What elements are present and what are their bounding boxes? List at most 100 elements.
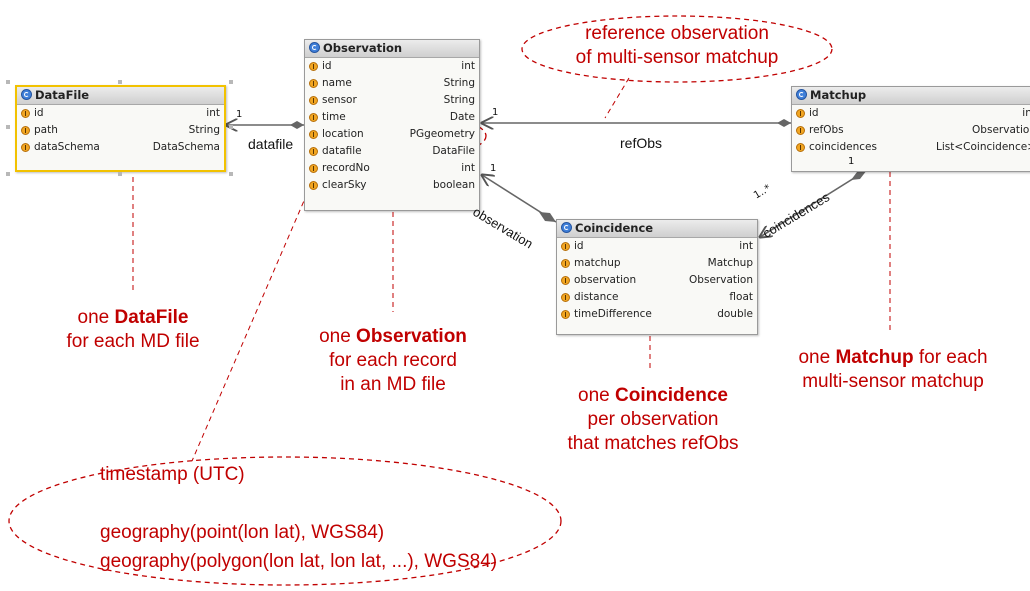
refobs-composition-diamond — [777, 119, 791, 127]
field-type: int — [1022, 107, 1030, 119]
field-icon — [309, 62, 318, 71]
selection-handle[interactable] — [6, 172, 10, 176]
reference-callout-guide — [604, 77, 630, 119]
selection-handle[interactable] — [118, 172, 122, 176]
field-row[interactable]: observation Observation — [557, 272, 757, 289]
field-type: int — [739, 240, 753, 252]
field-name: distance — [574, 291, 619, 303]
field-row[interactable]: datafile DataFile — [305, 143, 479, 160]
matchup-note: one Matchup for each multi-sensor matchu… — [760, 346, 1026, 394]
note-line-3: that matches refObs — [567, 433, 739, 454]
coincidence-note: one Coincidence per observation that mat… — [548, 384, 758, 456]
selection-handle[interactable] — [6, 80, 10, 84]
field-type: String — [188, 124, 220, 136]
field-row[interactable]: recordNo int — [305, 160, 479, 177]
field-icon — [309, 147, 318, 156]
selection-handle[interactable] — [229, 172, 233, 176]
note-line-2: per observation — [587, 409, 719, 430]
field-icon — [309, 181, 318, 190]
field-type: Observation — [689, 274, 753, 286]
datafile-association-label: datafile — [248, 136, 294, 152]
callout-line-2: of multi-sensor matchup — [575, 47, 779, 68]
observation-note: one Observation for each record in an MD… — [288, 325, 498, 397]
observation-composition-diamond — [539, 212, 556, 222]
field-icon — [796, 109, 805, 118]
field-row[interactable]: path String — [17, 122, 224, 139]
field-icon — [561, 276, 570, 285]
refobs-association-label: refObs — [620, 135, 663, 151]
class-name: Coincidence — [575, 221, 654, 235]
selection-handle[interactable] — [118, 80, 122, 84]
reference-callout: reference observation of multi-sensor ma… — [537, 22, 817, 70]
field-icon — [21, 143, 30, 152]
callout-line-1: reference observation — [585, 23, 769, 44]
field-name: path — [34, 124, 58, 136]
note-line-1: one Matchup for each — [798, 347, 988, 368]
field-type: boolean — [433, 179, 475, 191]
field-row[interactable]: clearSky boolean — [305, 177, 479, 194]
field-name: location — [322, 128, 364, 140]
class-name: Observation — [323, 41, 403, 55]
field-type: PGgeometry — [409, 128, 475, 140]
field-icon — [309, 164, 318, 173]
field-type: String — [443, 94, 475, 106]
field-type: String — [443, 77, 475, 89]
observation-multiplicity: 1 — [490, 163, 497, 174]
note-line-2: for each record — [329, 350, 457, 371]
field-name: datafile — [322, 145, 362, 157]
field-name: clearSky — [322, 179, 367, 191]
field-name: timeDifference — [574, 308, 652, 320]
field-row[interactable]: distance float — [557, 289, 757, 306]
field-row[interactable]: id int — [792, 105, 1030, 122]
class-icon — [796, 89, 807, 100]
field-name: recordNo — [322, 162, 370, 174]
field-icon — [309, 79, 318, 88]
field-name: id — [34, 107, 44, 119]
field-type: int — [461, 162, 475, 174]
class-header: Coincidence — [557, 220, 757, 238]
class-header: Observation — [305, 40, 479, 58]
types-callout-line-2: geography(point(lon lat), WGS84) — [100, 522, 385, 543]
field-name: observation — [574, 274, 637, 286]
field-icon — [309, 96, 318, 105]
field-type: float — [729, 291, 753, 303]
selection-handle[interactable] — [229, 80, 233, 84]
datafile-note: one DataFile for each MD file — [38, 306, 228, 354]
class-header: DataFile — [17, 87, 224, 105]
selection-handle[interactable] — [229, 125, 233, 129]
types-callout-guide — [191, 151, 326, 462]
reference-callout-ellipse — [521, 15, 833, 83]
types-callout-ellipse — [8, 456, 562, 586]
note-line-3: in an MD file — [340, 374, 446, 395]
field-name: id — [809, 107, 819, 119]
field-type: DataFile — [432, 145, 475, 157]
field-icon — [309, 113, 318, 122]
class-icon — [309, 42, 320, 53]
class-icon — [561, 222, 572, 233]
field-name: id — [322, 60, 332, 72]
field-type: Matchup — [707, 257, 753, 269]
selection-handle[interactable] — [6, 125, 10, 129]
datafile-composition-diamond — [290, 121, 304, 129]
field-name: dataSchema — [34, 141, 100, 153]
field-icon — [21, 109, 30, 118]
field-icon — [561, 259, 570, 268]
field-icon — [561, 242, 570, 251]
field-row[interactable]: location PGgeometry — [305, 126, 479, 143]
